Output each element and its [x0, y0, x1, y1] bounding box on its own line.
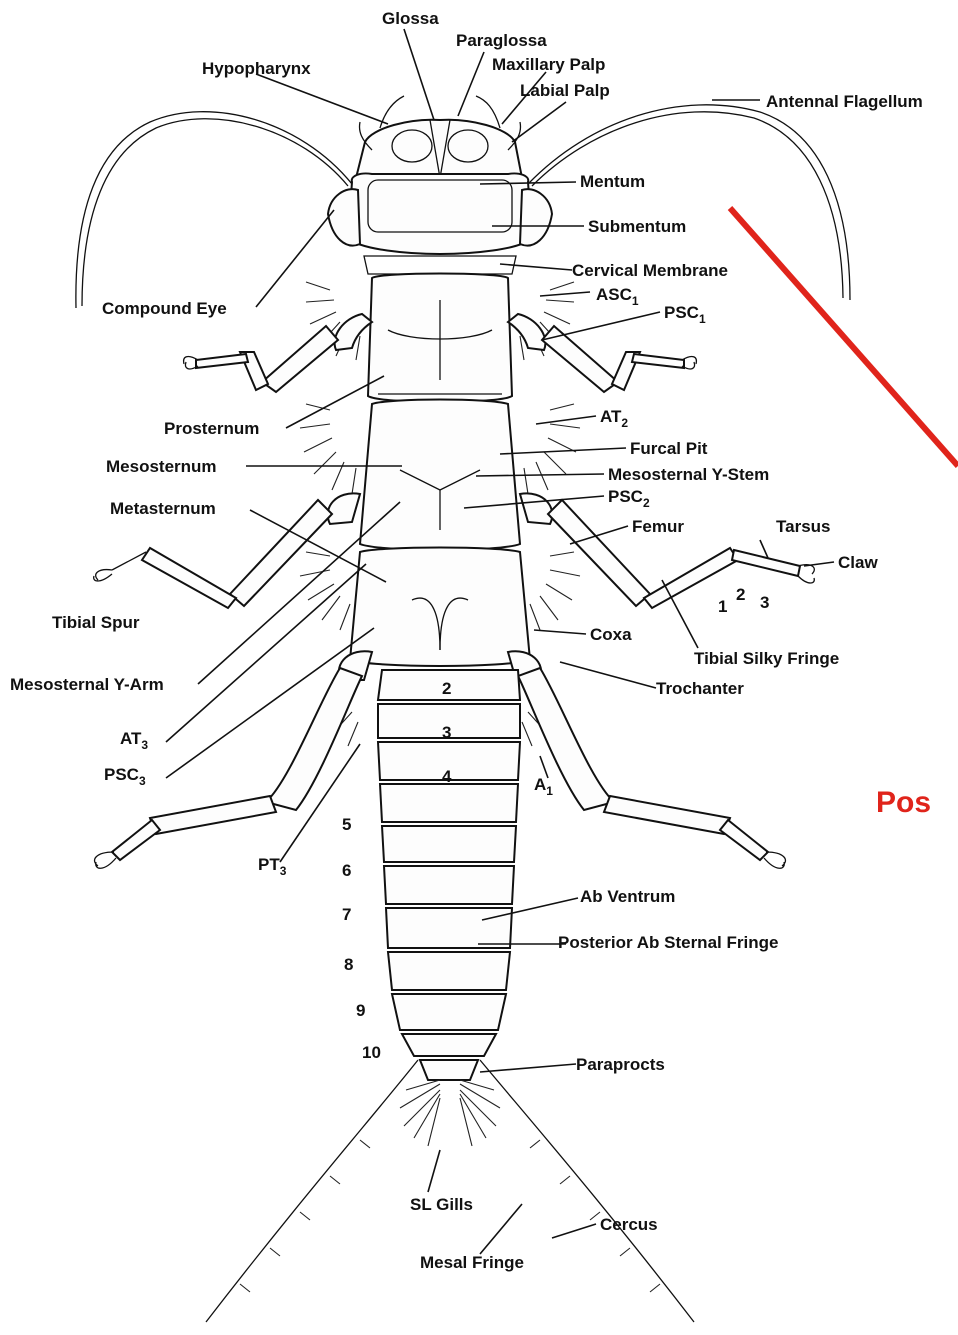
label-cervical-membrane: Cervical Membrane: [572, 261, 728, 280]
label-tibial-silky-fringe: Tibial Silky Fringe: [694, 649, 839, 668]
label-asc1: ASC1: [596, 285, 639, 308]
head: [328, 96, 552, 274]
label-tarsus-segment-3: 3: [760, 593, 769, 612]
label-posterior-ab-sternal-fringe: Posterior Ab Sternal Fringe: [558, 933, 778, 952]
label-prosternum: Prosternum: [164, 419, 259, 438]
segment-number: 2: [442, 679, 451, 698]
label-mesal-fringe: Mesal Fringe: [420, 1253, 524, 1272]
sl-gills: [400, 1080, 500, 1146]
label-tarsus-segment-2: 2: [736, 585, 745, 604]
red-pointer-line: [730, 208, 958, 466]
label-sl-gills: SL Gills: [410, 1195, 473, 1214]
label-coxa: Coxa: [590, 625, 632, 644]
label-antennal-flagellum: Antennal Flagellum: [766, 92, 923, 111]
label-mesosternal-y-stem: Mesosternal Y-Stem: [608, 465, 769, 484]
label-mesosternum: Mesosternum: [106, 457, 217, 476]
cerci: [206, 1060, 694, 1322]
label-tarsus: Tarsus: [776, 517, 831, 536]
segment-number: 3: [442, 723, 451, 742]
label-maxillary-palp: Maxillary Palp: [492, 55, 605, 74]
label-psc3: PSC3: [104, 765, 146, 788]
foreleg-left: [184, 314, 372, 392]
label-paraglossa: Paraglossa: [456, 31, 547, 50]
label-furcal-pit: Furcal Pit: [630, 439, 708, 458]
label-a1: A1: [534, 775, 553, 798]
segment-number: 5: [342, 815, 351, 834]
segment-number: 6: [342, 861, 351, 880]
label-psc2: PSC2: [608, 487, 650, 510]
segment-number: 8: [344, 955, 353, 974]
label-tarsus-segment-1: 1: [718, 597, 727, 616]
segment-number: 7: [342, 905, 351, 924]
label-at3: AT3: [120, 729, 148, 752]
label-mentum: Mentum: [580, 172, 645, 191]
segment-number: 10: [362, 1043, 381, 1062]
label-glossa: Glossa: [382, 9, 439, 28]
label-tibial-spur: Tibial Spur: [52, 613, 140, 632]
label-metasternum: Metasternum: [110, 499, 216, 518]
segment-number: 4: [442, 767, 452, 786]
left-antenna: [76, 112, 352, 308]
label-hypopharynx: Hypopharynx: [202, 59, 311, 78]
label-ab-ventrum: Ab Ventrum: [580, 887, 675, 906]
label-mesosternal-y-arm: Mesosternal Y-Arm: [10, 675, 164, 694]
label-labial-palp: Labial Palp: [520, 81, 610, 100]
label-compound-eye: Compound Eye: [102, 299, 227, 318]
label-claw: Claw: [838, 553, 878, 572]
label-femur: Femur: [632, 517, 684, 536]
label-at2: AT2: [600, 407, 628, 430]
label-trochanter: Trochanter: [656, 679, 744, 698]
red-annotation-text: Pos: [876, 786, 931, 819]
segment-number: 9: [356, 1001, 365, 1020]
label-submentum: Submentum: [588, 217, 686, 236]
label-psc1: PSC1: [664, 303, 706, 326]
label-cercus: Cercus: [600, 1215, 658, 1234]
label-paraprocts: Paraprocts: [576, 1055, 665, 1074]
